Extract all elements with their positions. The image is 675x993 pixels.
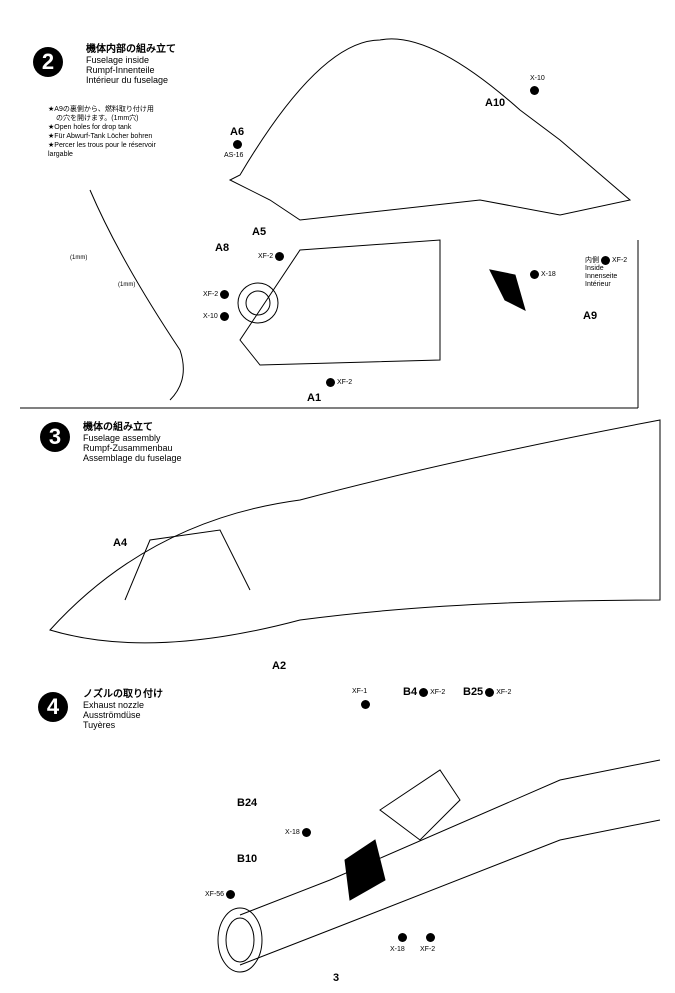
- part-a8: A8: [215, 242, 230, 254]
- paint-b4-xf2: B4 XF-2: [403, 686, 445, 698]
- drop-tank-note: ★A9の裏側から、燃料取り付け用 の穴を開けます。(1mm穴) ★Open ho…: [48, 105, 156, 159]
- paint-dot-icon: [326, 378, 335, 387]
- part-a4: A4: [113, 537, 128, 549]
- note-line: ★A9の裏側から、燃料取り付け用: [48, 106, 154, 113]
- paint-code: X-18: [541, 271, 556, 278]
- paint-code: XF-56: [205, 891, 225, 898]
- paint-x10: X-10: [530, 75, 545, 82]
- paint-code: XF-1: [352, 688, 368, 695]
- inside-jp: 内側: [585, 256, 599, 264]
- step-3-title-fr: Assemblage du fuselage: [83, 453, 182, 463]
- hole-size-label: (1mm): [118, 282, 136, 288]
- paint-dot-icon: [601, 256, 610, 265]
- part-a6: A6: [230, 126, 245, 138]
- paint-code: XF-2: [420, 946, 436, 953]
- paint-xf1: XF-1: [352, 688, 367, 695]
- inside-de: Innenseite: [585, 273, 618, 280]
- paint-xf56: XF-56: [205, 890, 236, 899]
- step-3-badge: 3: [40, 422, 70, 452]
- inside-en: Inside: [585, 265, 604, 272]
- paint-xf2: XF-2: [326, 378, 352, 387]
- part-a1: A1: [307, 392, 322, 404]
- paint-dot-icon: [419, 687, 429, 697]
- step-3-heading: 機体の組み立て Fuselage assembly Rumpf-Zusammen…: [83, 422, 182, 464]
- paint-dot-icon: [275, 252, 285, 261]
- part-b24: B24: [237, 797, 258, 809]
- part-a9: A9: [583, 310, 598, 322]
- paint-code: X-10: [203, 313, 218, 320]
- paint-x10: X-10: [203, 312, 229, 321]
- paint-dot-icon: [426, 933, 435, 942]
- hole-size-label: (1mm): [70, 255, 88, 261]
- paint-xf2: XF-2: [203, 290, 230, 299]
- step-3-title-de: Rumpf-Zusammenbau: [83, 443, 173, 453]
- paint-b25-xf2: B25 XF-2: [463, 686, 511, 698]
- step-4-title-de: Ausströmdüse: [83, 710, 141, 720]
- note-line: largable: [48, 151, 73, 158]
- step-4-title-en: Exhaust nozzle: [83, 700, 145, 710]
- paint-dot-icon: [301, 828, 311, 837]
- paint-code: AS-16: [224, 152, 244, 159]
- note-line: ★Percer les trous pour le réservoir: [48, 142, 156, 149]
- paint-code: X-10: [530, 75, 545, 82]
- paint-dot-icon: [398, 933, 407, 942]
- paint-code: XF-2: [612, 256, 628, 264]
- part-b25: B25: [463, 686, 484, 698]
- paint-dot-icon: [219, 312, 229, 321]
- step-2-title-jp: 機体内部の組み立て: [86, 44, 176, 55]
- paint-dot-icon: [530, 86, 539, 95]
- paint-code: XF-2: [430, 688, 446, 696]
- part-a2: A2: [272, 660, 287, 672]
- step-3-title-jp: 機体の組み立て: [83, 422, 153, 433]
- paint-code: XF-2: [203, 291, 219, 298]
- part-b10: B10: [237, 853, 258, 865]
- paint-code: X-18: [390, 946, 405, 953]
- step-2-heading: 機体内部の組み立て Fuselage inside Rumpf-Innentei…: [86, 44, 176, 86]
- step-2-badge: 2: [33, 47, 63, 77]
- paint-code: X-18: [285, 829, 300, 836]
- step-4-heading: ノズルの取り付け Exhaust nozzle Ausströmdüse Tuy…: [83, 689, 163, 731]
- part-b4: B4: [403, 686, 418, 698]
- paint-dot-icon: [226, 890, 236, 899]
- paint-xf2: XF-2: [420, 946, 435, 953]
- paint-code: XF-2: [496, 688, 512, 696]
- paint-x18: X-18: [530, 270, 556, 279]
- paint-xf2: XF-2: [258, 252, 285, 261]
- part-a5: A5: [252, 226, 267, 238]
- note-line: の穴を開けます。(1mm穴): [56, 115, 139, 122]
- paint-code: XF-2: [337, 379, 353, 386]
- step-4-title-jp: ノズルの取り付け: [83, 689, 163, 700]
- note-line: ★Open holes for drop tank: [48, 124, 132, 131]
- part-a10: A10: [485, 97, 506, 109]
- note-line: ★Für Abwurf-Tank Löcher bohren: [48, 133, 153, 140]
- step-3-title-en: Fuselage assembly: [83, 433, 161, 443]
- paint-dot-icon: [485, 687, 495, 697]
- page-number: 3: [333, 972, 340, 984]
- paint-x18: X-18: [285, 828, 311, 837]
- paint-code: XF-2: [258, 253, 274, 260]
- paint-x18: X-18: [390, 946, 405, 953]
- inside-paint-note: 内側 XF-2 Inside Innenseite Intérieur: [585, 256, 627, 289]
- step-2-title-en: Fuselage inside: [86, 55, 150, 65]
- step-4-badge: 4: [38, 692, 68, 722]
- step-4-title-fr: Tuyères: [83, 720, 116, 730]
- paint-dot-icon: [530, 270, 539, 279]
- paint-dot-icon: [220, 290, 230, 299]
- inside-fr: Intérieur: [585, 281, 611, 288]
- step-2-title-fr: Intérieur du fuselage: [86, 75, 169, 85]
- paint-as16: AS-16: [224, 152, 243, 159]
- step-2-title-de: Rumpf-Innenteile: [86, 65, 155, 75]
- paint-dot-icon: [233, 140, 242, 149]
- paint-dot-icon: [361, 700, 370, 709]
